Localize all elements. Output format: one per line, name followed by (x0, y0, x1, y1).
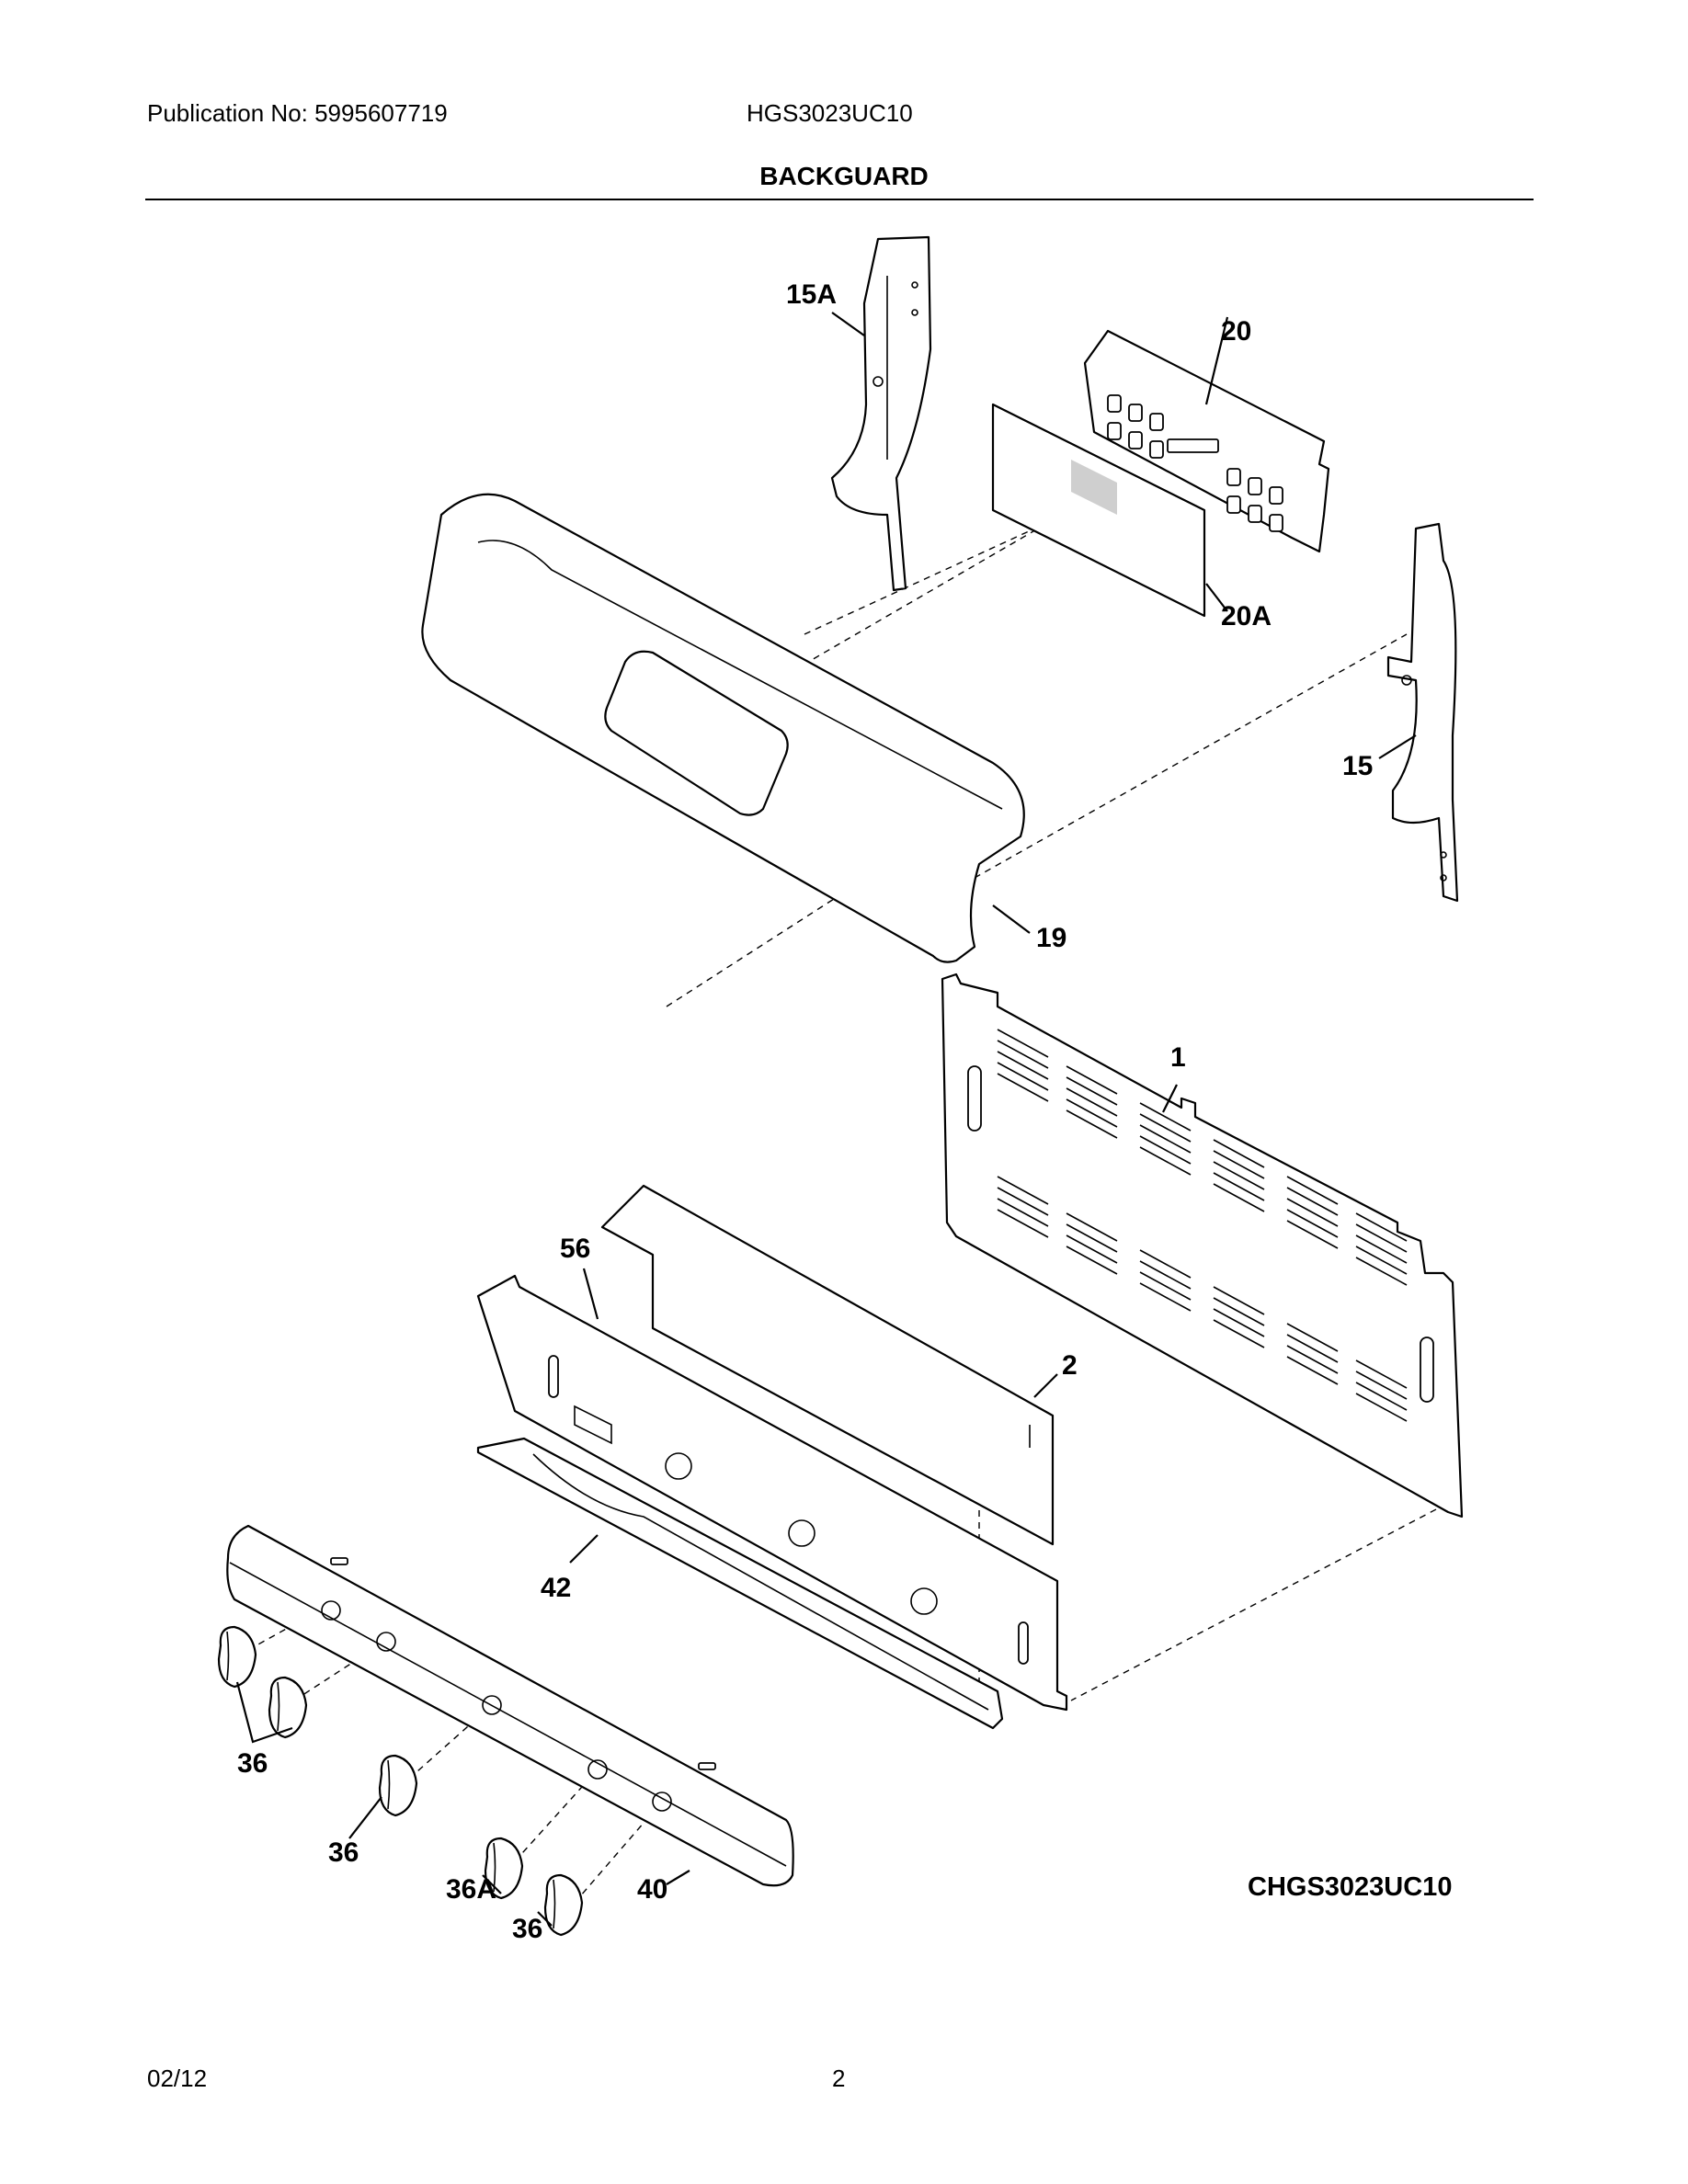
callout-2: 2 (1062, 1350, 1078, 1381)
knob-36a (484, 1837, 524, 1900)
callout-40: 40 (637, 1874, 667, 1905)
section-title: BACKGUARD (759, 162, 929, 190)
part-20-control-board (1083, 329, 1330, 553)
footer-date: 02/12 (147, 2065, 208, 2092)
knob-36-second (268, 1676, 308, 1739)
part-42-rail (476, 1437, 1004, 1730)
callout-36-b: 36 (328, 1837, 359, 1868)
publication-number: Publication No: 5995607719 (147, 99, 448, 127)
part-1-rear-panel (941, 973, 1464, 1519)
part-15a-side-trim (830, 235, 932, 592)
callout-36-a: 36 (237, 1748, 268, 1779)
diagram-code: CHGS3023UC10 (1248, 1872, 1452, 1902)
page-number: 2 (832, 2065, 846, 2092)
callout-15: 15 (1342, 751, 1373, 781)
knob-36-middle (378, 1754, 418, 1817)
callout-20: 20 (1221, 316, 1251, 347)
callout-1: 1 (1170, 1042, 1186, 1073)
part-19-backguard (421, 493, 1025, 963)
part-20a-overlay (991, 403, 1206, 618)
knob-36-lower (543, 1873, 584, 1937)
callout-labels: 15A 20 20A 15 19 1 56 2 42 36 36 36A 40 … (237, 279, 1452, 1944)
knob-36-upper (217, 1625, 257, 1689)
part-2-heat-shield (600, 1184, 1055, 1546)
model-number: HGS3023UC10 (747, 99, 913, 127)
knob-group (217, 1625, 584, 1937)
part-56-manifold-panel (476, 1274, 1068, 1712)
callout-20a: 20A (1221, 601, 1272, 631)
part-40-control-panel (226, 1524, 794, 1887)
callout-15a: 15A (786, 279, 837, 310)
part-15-side-trim (1386, 522, 1459, 903)
board-switch-grid (1107, 394, 1283, 532)
callout-19: 19 (1036, 923, 1066, 953)
rear-panel-vents (997, 1029, 1408, 1422)
callout-56: 56 (560, 1234, 590, 1264)
header-rule (145, 199, 1534, 200)
callout-leader-lines (235, 312, 1417, 1927)
callout-36a: 36A (446, 1874, 496, 1905)
callout-36-c: 36 (512, 1914, 542, 1944)
callout-42: 42 (541, 1573, 571, 1603)
